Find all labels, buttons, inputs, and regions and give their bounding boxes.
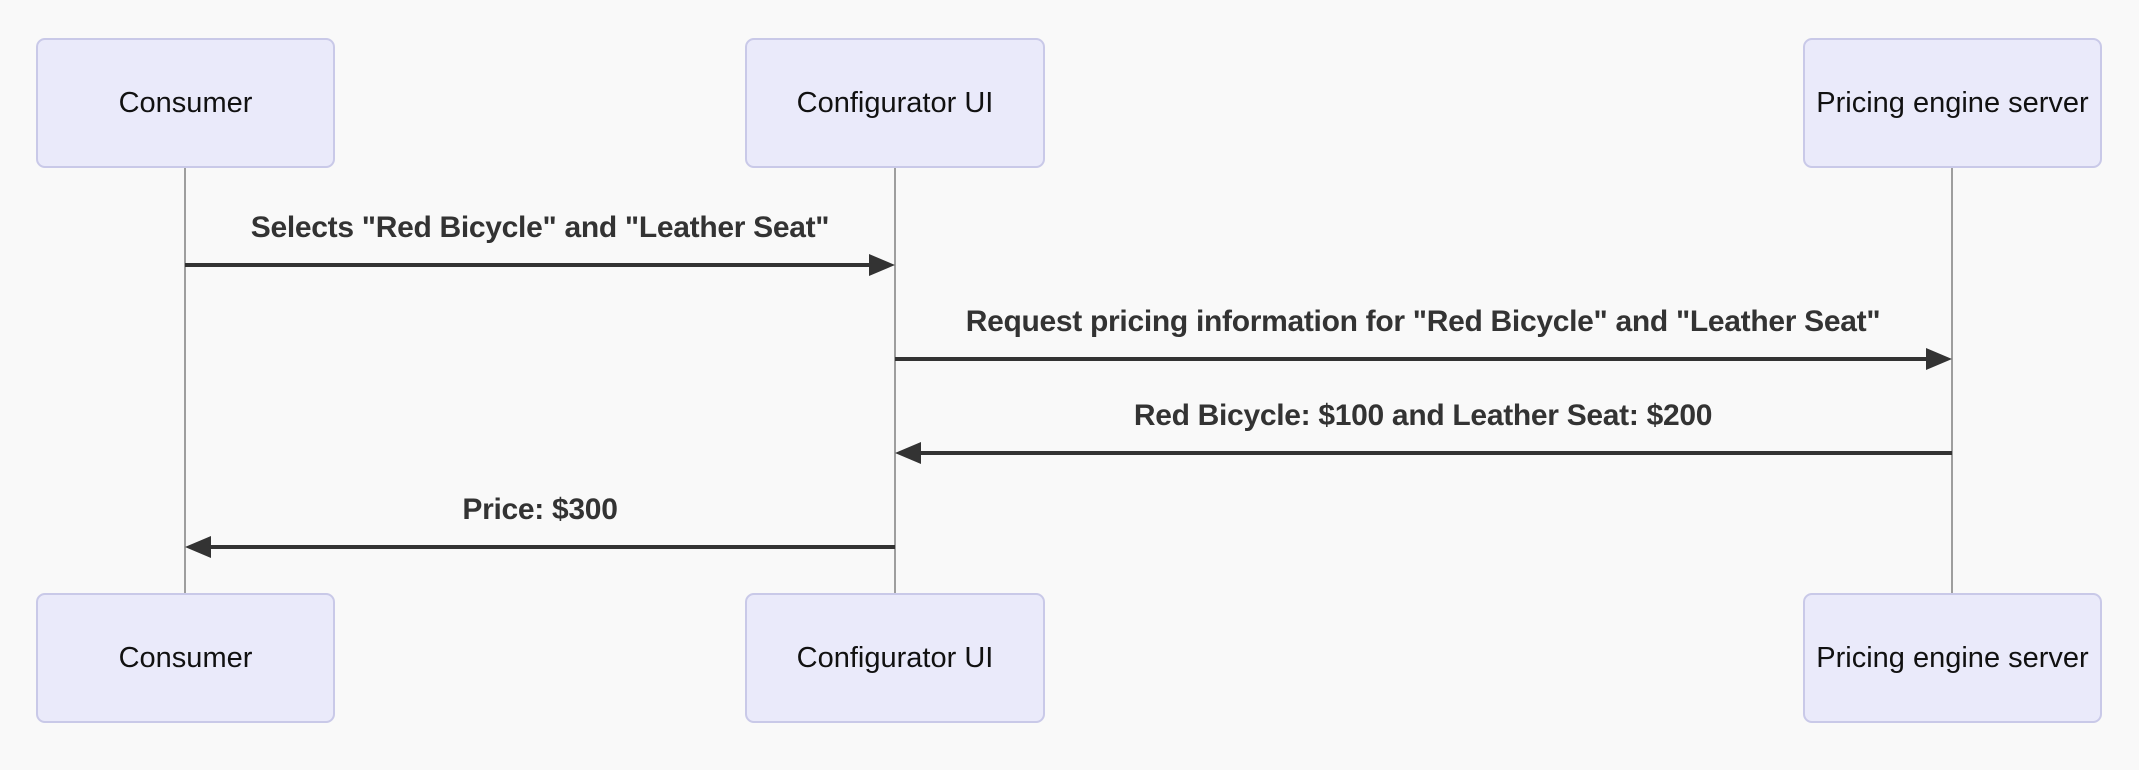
message-2-line	[895, 357, 1932, 361]
message-1-arrowhead-right-icon	[869, 254, 895, 276]
actor-box-consumer-top: Consumer	[36, 38, 335, 168]
actor-box-pricing-engine-server-bottom: Pricing engine server	[1803, 593, 2102, 723]
message-3-label: Red Bicycle: $100 and Leather Seat: $200	[1133, 399, 1713, 432]
lifeline-pricing-engine-server	[1951, 168, 1953, 595]
actor-label: Consumer	[118, 641, 253, 674]
message-1-label: Selects "Red Bicycle" and "Leather Seat"	[250, 211, 830, 244]
actor-label: Pricing engine server	[1816, 641, 2089, 674]
actor-box-configurator-ui-top: Configurator UI	[745, 38, 1045, 168]
message-3-line	[917, 451, 1952, 455]
message-2-arrowhead-right-icon	[1926, 348, 1952, 370]
message-4-line	[207, 545, 895, 549]
actor-label: Configurator UI	[796, 641, 994, 674]
actor-box-pricing-engine-server-top: Pricing engine server	[1803, 38, 2102, 168]
lifeline-consumer	[184, 168, 186, 595]
actor-label: Consumer	[118, 86, 253, 119]
message-3-arrowhead-left-icon	[895, 442, 921, 464]
actor-label: Pricing engine server	[1816, 86, 2089, 119]
message-1-line	[185, 263, 875, 267]
message-4-arrowhead-left-icon	[185, 536, 211, 558]
actor-box-consumer-bottom: Consumer	[36, 593, 335, 723]
message-4-label: Price: $300	[462, 493, 618, 526]
actor-box-configurator-ui-bottom: Configurator UI	[745, 593, 1045, 723]
message-2-label: Request pricing information for "Red Bic…	[965, 305, 1881, 338]
lifeline-configurator-ui	[894, 168, 896, 595]
actor-label: Configurator UI	[796, 86, 994, 119]
